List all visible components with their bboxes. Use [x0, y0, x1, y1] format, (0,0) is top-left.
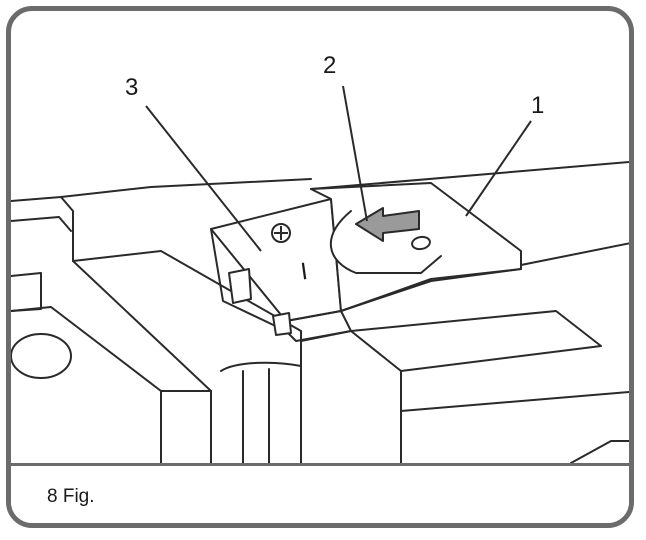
- module-right: [285, 310, 352, 342]
- lower-right-ledge: [400, 390, 629, 412]
- callout-1: 1: [531, 92, 544, 119]
- rail-middle: [515, 242, 629, 267]
- direction-arrow-icon: [355, 207, 420, 242]
- module-tab-lower: [272, 312, 292, 336]
- housing-left-step: [11, 216, 72, 232]
- leader-line-1: [465, 120, 532, 217]
- module-top: [210, 198, 342, 322]
- housing-top-edge: [11, 178, 312, 202]
- device-illustration: I 1 2 3: [11, 52, 629, 463]
- switch-mark: I: [299, 258, 309, 286]
- left-port: [11, 333, 72, 379]
- tube-top: [220, 361, 302, 372]
- oval-hole-icon: [411, 235, 431, 251]
- housing-left-wall: [60, 196, 212, 463]
- left-notch: [11, 272, 42, 312]
- callout-3: 3: [125, 74, 138, 101]
- caption-bar: 8 Fig.: [11, 463, 629, 523]
- figure-frame: I 1 2 3 8 Fig.: [6, 6, 634, 528]
- bottom-right-block: [570, 440, 629, 463]
- rail-upper: [310, 161, 629, 190]
- housing-lower-shelf: [11, 306, 162, 463]
- figure-caption: 8 Fig.: [47, 486, 95, 507]
- module-tab: [228, 268, 252, 304]
- platform-top: [350, 310, 602, 372]
- callout-2: 2: [323, 52, 336, 79]
- screw-icon: [271, 223, 291, 243]
- leader-line-3: [145, 105, 262, 252]
- leader-line-2: [342, 85, 368, 222]
- slider-edge: [340, 268, 522, 312]
